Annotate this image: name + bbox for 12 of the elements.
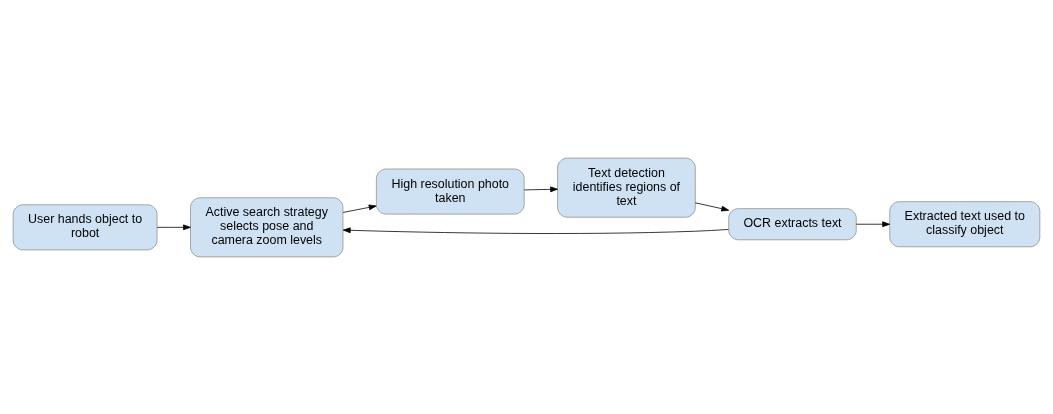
arrow	[156, 224, 191, 230]
arrow	[523, 186, 558, 192]
node-box: Text detection identifies regions of text	[557, 157, 696, 218]
node-box: OCR extracts text	[728, 207, 857, 240]
node-box: Extracted text used to classify object	[889, 200, 1041, 247]
arrow	[342, 204, 377, 213]
arrow	[342, 226, 729, 234]
arrow	[855, 220, 890, 227]
node-box: User hands object to robot	[12, 203, 158, 250]
node-box: High resolution photo taken	[376, 168, 525, 214]
arrow	[694, 201, 730, 211]
node-box: Active search strategy selects pose and camera zoom levels	[190, 196, 344, 257]
